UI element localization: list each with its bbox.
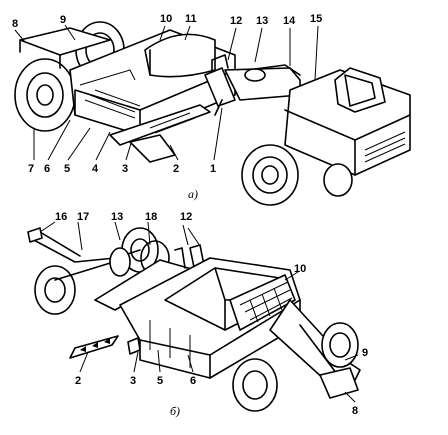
apron-b bbox=[229, 274, 296, 331]
label-b-16: 16 bbox=[55, 211, 67, 223]
label-b-12: 12 bbox=[180, 211, 192, 223]
label-a-2: 2 bbox=[173, 163, 179, 175]
label-b-9: 9 bbox=[362, 347, 368, 359]
front-wheel-left bbox=[34, 265, 76, 315]
label-a-12: 12 bbox=[230, 15, 242, 27]
rear-wheel-left bbox=[14, 58, 76, 132]
hitch bbox=[27, 227, 43, 243]
rear-wheel-right-b bbox=[321, 322, 359, 368]
label-b-3: 3 bbox=[130, 375, 136, 387]
label-a-5: 5 bbox=[64, 163, 70, 175]
label-b-17: 17 bbox=[77, 211, 89, 223]
apron bbox=[144, 33, 216, 78]
tractor-cab bbox=[334, 67, 386, 113]
label-a-7: 7 bbox=[28, 163, 34, 175]
knife-b bbox=[69, 335, 119, 359]
label-b-10: 10 bbox=[294, 263, 306, 275]
label-b-13: 13 bbox=[111, 211, 123, 223]
label-a-4: 4 bbox=[92, 163, 99, 175]
rear-wheel-left-b bbox=[232, 358, 278, 412]
label-b-6: 6 bbox=[190, 375, 196, 387]
label-a-1: 1 bbox=[210, 163, 216, 175]
label-a-8: 8 bbox=[12, 18, 18, 30]
label-b-18: 18 bbox=[145, 211, 157, 223]
label-a-13: 13 bbox=[256, 15, 268, 27]
rear-frame bbox=[19, 27, 111, 56]
label-a-10: 10 bbox=[160, 13, 172, 25]
scraper-towed-view-b bbox=[27, 221, 361, 412]
lift-cylinder bbox=[204, 67, 236, 107]
label-a-11: 11 bbox=[185, 13, 197, 25]
push-block bbox=[319, 367, 359, 399]
scraper-towed-view-a bbox=[14, 21, 411, 206]
caption-a: a) bbox=[188, 187, 198, 201]
caption-b: б) bbox=[170, 404, 180, 418]
tractor-wheel-right bbox=[323, 163, 353, 197]
label-a-15: 15 bbox=[310, 13, 322, 25]
label-b-2: 2 bbox=[75, 375, 81, 387]
label-a-14: 14 bbox=[283, 15, 296, 27]
label-a-6: 6 bbox=[44, 163, 50, 175]
label-a-3: 3 bbox=[122, 163, 128, 175]
label-b-8: 8 bbox=[352, 405, 358, 417]
label-a-9: 9 bbox=[60, 14, 66, 26]
label-b-5: 5 bbox=[157, 375, 163, 387]
tractor-wheel-left bbox=[241, 144, 299, 206]
